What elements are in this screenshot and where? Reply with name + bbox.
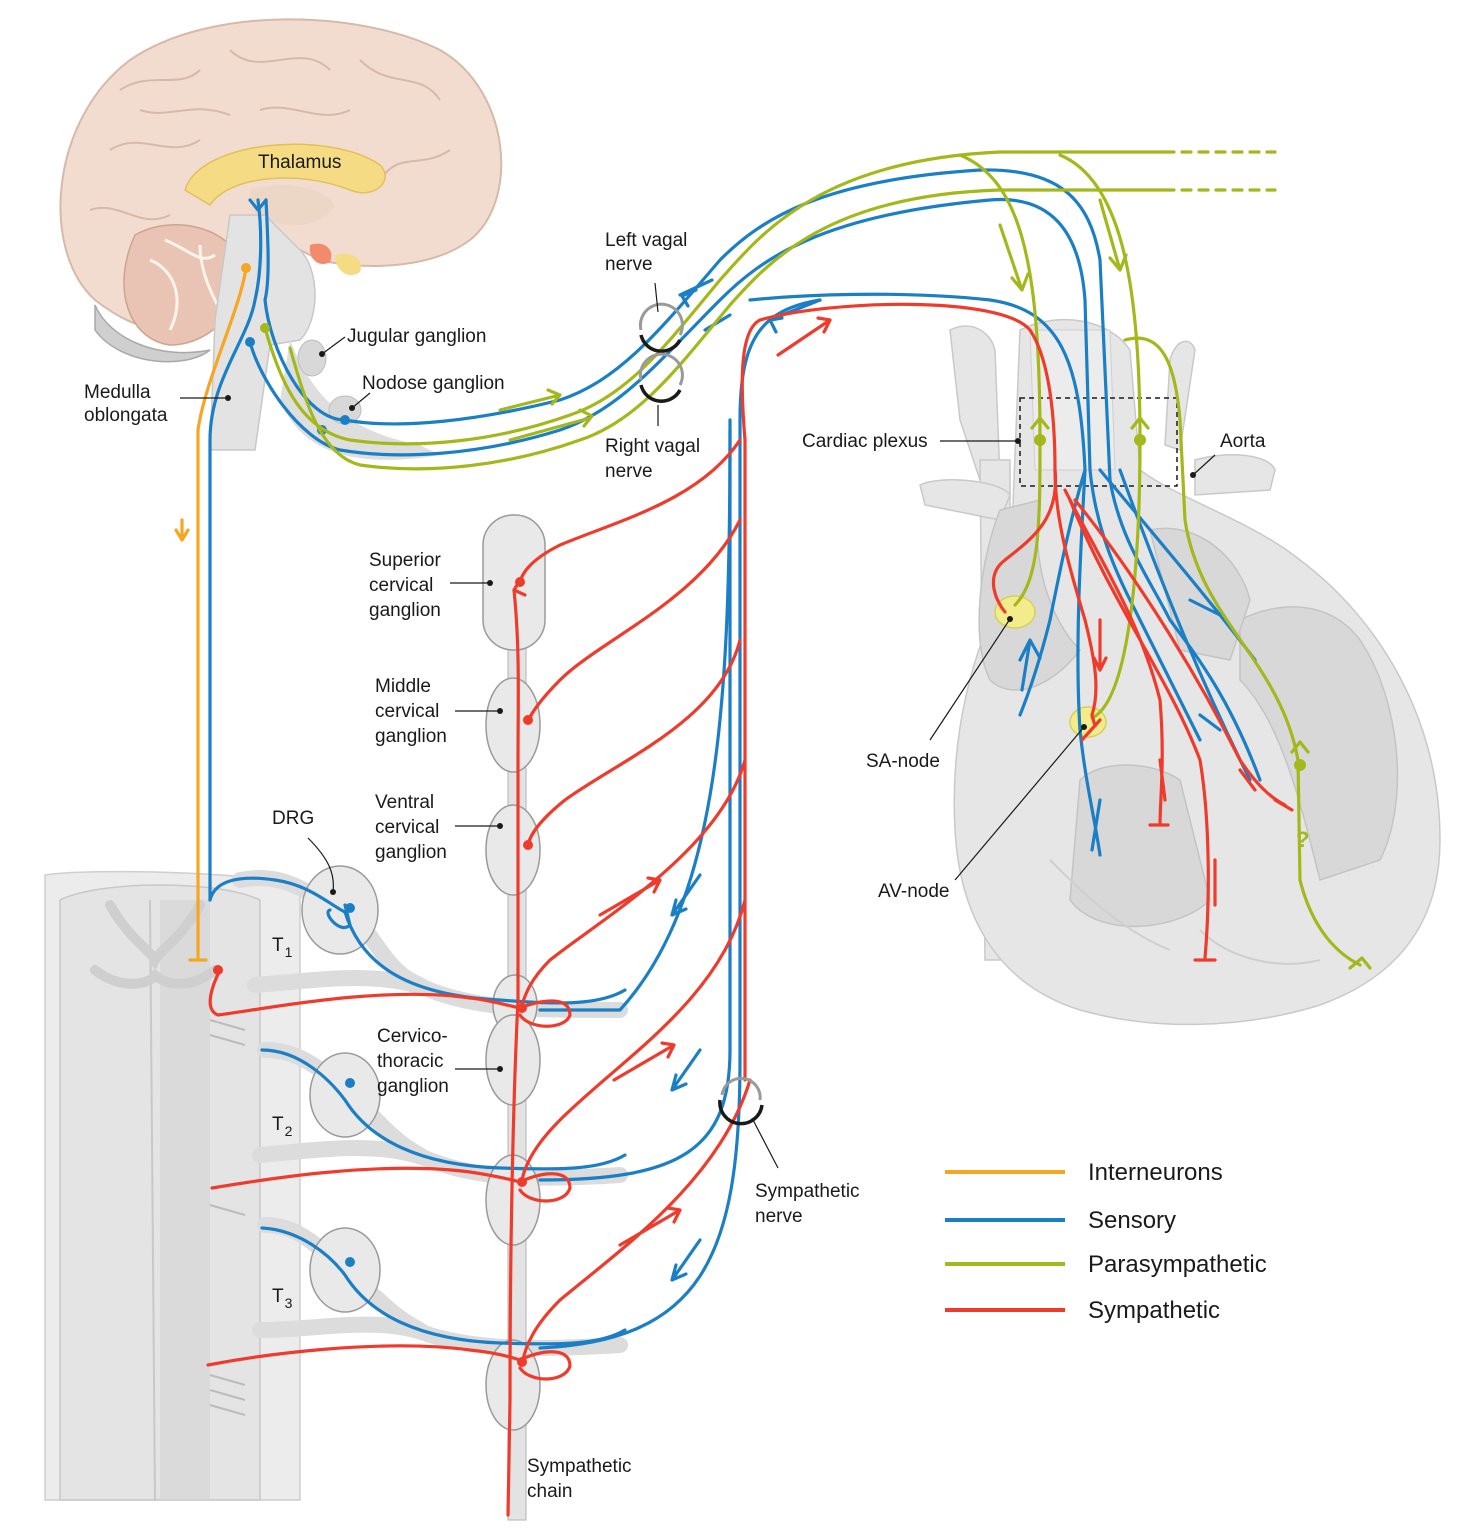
label-av-node: AV-node	[878, 881, 949, 902]
drg-t2	[309, 1052, 381, 1138]
legend-label-parasympathetic: Parasympathetic	[1088, 1251, 1267, 1278]
label-medulla-1: Medulla	[84, 382, 151, 403]
middle-cervical-ganglion	[485, 677, 541, 773]
label-sympathetic-nerve-1: Sympathetic	[755, 1181, 860, 1202]
labels: Thalamus Medulla oblongata Jugular gangl…	[84, 152, 1309, 1502]
label-nodose-ganglion: Nodose ganglion	[362, 373, 505, 394]
label-cervicothoracic-3: ganglion	[377, 1076, 449, 1097]
label-ventral-cervical-3: ganglion	[375, 842, 447, 863]
label-medulla-2: oblongata	[84, 405, 168, 426]
sympathetic-pathway	[206, 302, 1294, 1517]
sa-node	[994, 595, 1036, 629]
label-sa-node: SA-node	[866, 751, 940, 772]
label-sympathetic-nerve-2: nerve	[755, 1206, 803, 1227]
brain	[59, 18, 503, 451]
label-ventral-cervical-1: Ventral	[375, 792, 434, 813]
label-superior-cervical-1: Superior	[369, 550, 441, 571]
label-ventral-cervical-2: cervical	[375, 817, 439, 838]
leader-lines	[180, 282, 1216, 1169]
label-middle-cervical-2: cervical	[375, 701, 439, 722]
label-cardiac-plexus: Cardiac plexus	[802, 431, 928, 452]
legend-label-sensory: Sensory	[1088, 1207, 1176, 1234]
label-sympathetic-chain-2: chain	[527, 1481, 572, 1502]
label-thalamus: Thalamus	[258, 152, 341, 173]
label-question-mark: ?	[1296, 827, 1309, 852]
legend: Interneurons Sensory Parasympathetic Sym…	[945, 1159, 1267, 1324]
drg-t3	[309, 1227, 381, 1313]
legend-label-sympathetic: Sympathetic	[1088, 1297, 1220, 1324]
label-superior-cervical-2: cervical	[369, 575, 433, 596]
label-drg: DRG	[272, 808, 314, 829]
label-aorta: Aorta	[1220, 431, 1266, 452]
label-sympathetic-chain-1: Sympathetic	[527, 1456, 632, 1477]
label-middle-cervical-3: ganglion	[375, 726, 447, 747]
label-t1: T1	[272, 935, 293, 960]
label-jugular-ganglion: Jugular ganglion	[347, 326, 486, 347]
label-left-vagal-1: Left vagal	[605, 230, 687, 251]
legend-label-interneurons: Interneurons	[1088, 1159, 1223, 1186]
spinal-cord	[44, 870, 301, 1501]
label-superior-cervical-3: ganglion	[369, 600, 441, 621]
label-cervicothoracic-2: thoracic	[377, 1051, 444, 1072]
interneuron-pathway	[174, 263, 251, 962]
label-right-vagal-1: Right vagal	[605, 436, 700, 457]
parasympathetic-pathway	[260, 150, 1372, 970]
ventral-cervical-ganglion	[485, 804, 541, 896]
label-right-vagal-2: nerve	[605, 461, 653, 482]
label-middle-cervical-1: Middle	[375, 676, 431, 697]
label-t3: T3	[272, 1286, 293, 1311]
label-t2: T2	[272, 1114, 293, 1139]
label-cervicothoracic-1: Cervico-	[377, 1026, 448, 1047]
sympathetic-chain	[482, 514, 546, 1521]
nerve-rings	[638, 302, 764, 1126]
label-left-vagal-2: nerve	[605, 254, 653, 275]
